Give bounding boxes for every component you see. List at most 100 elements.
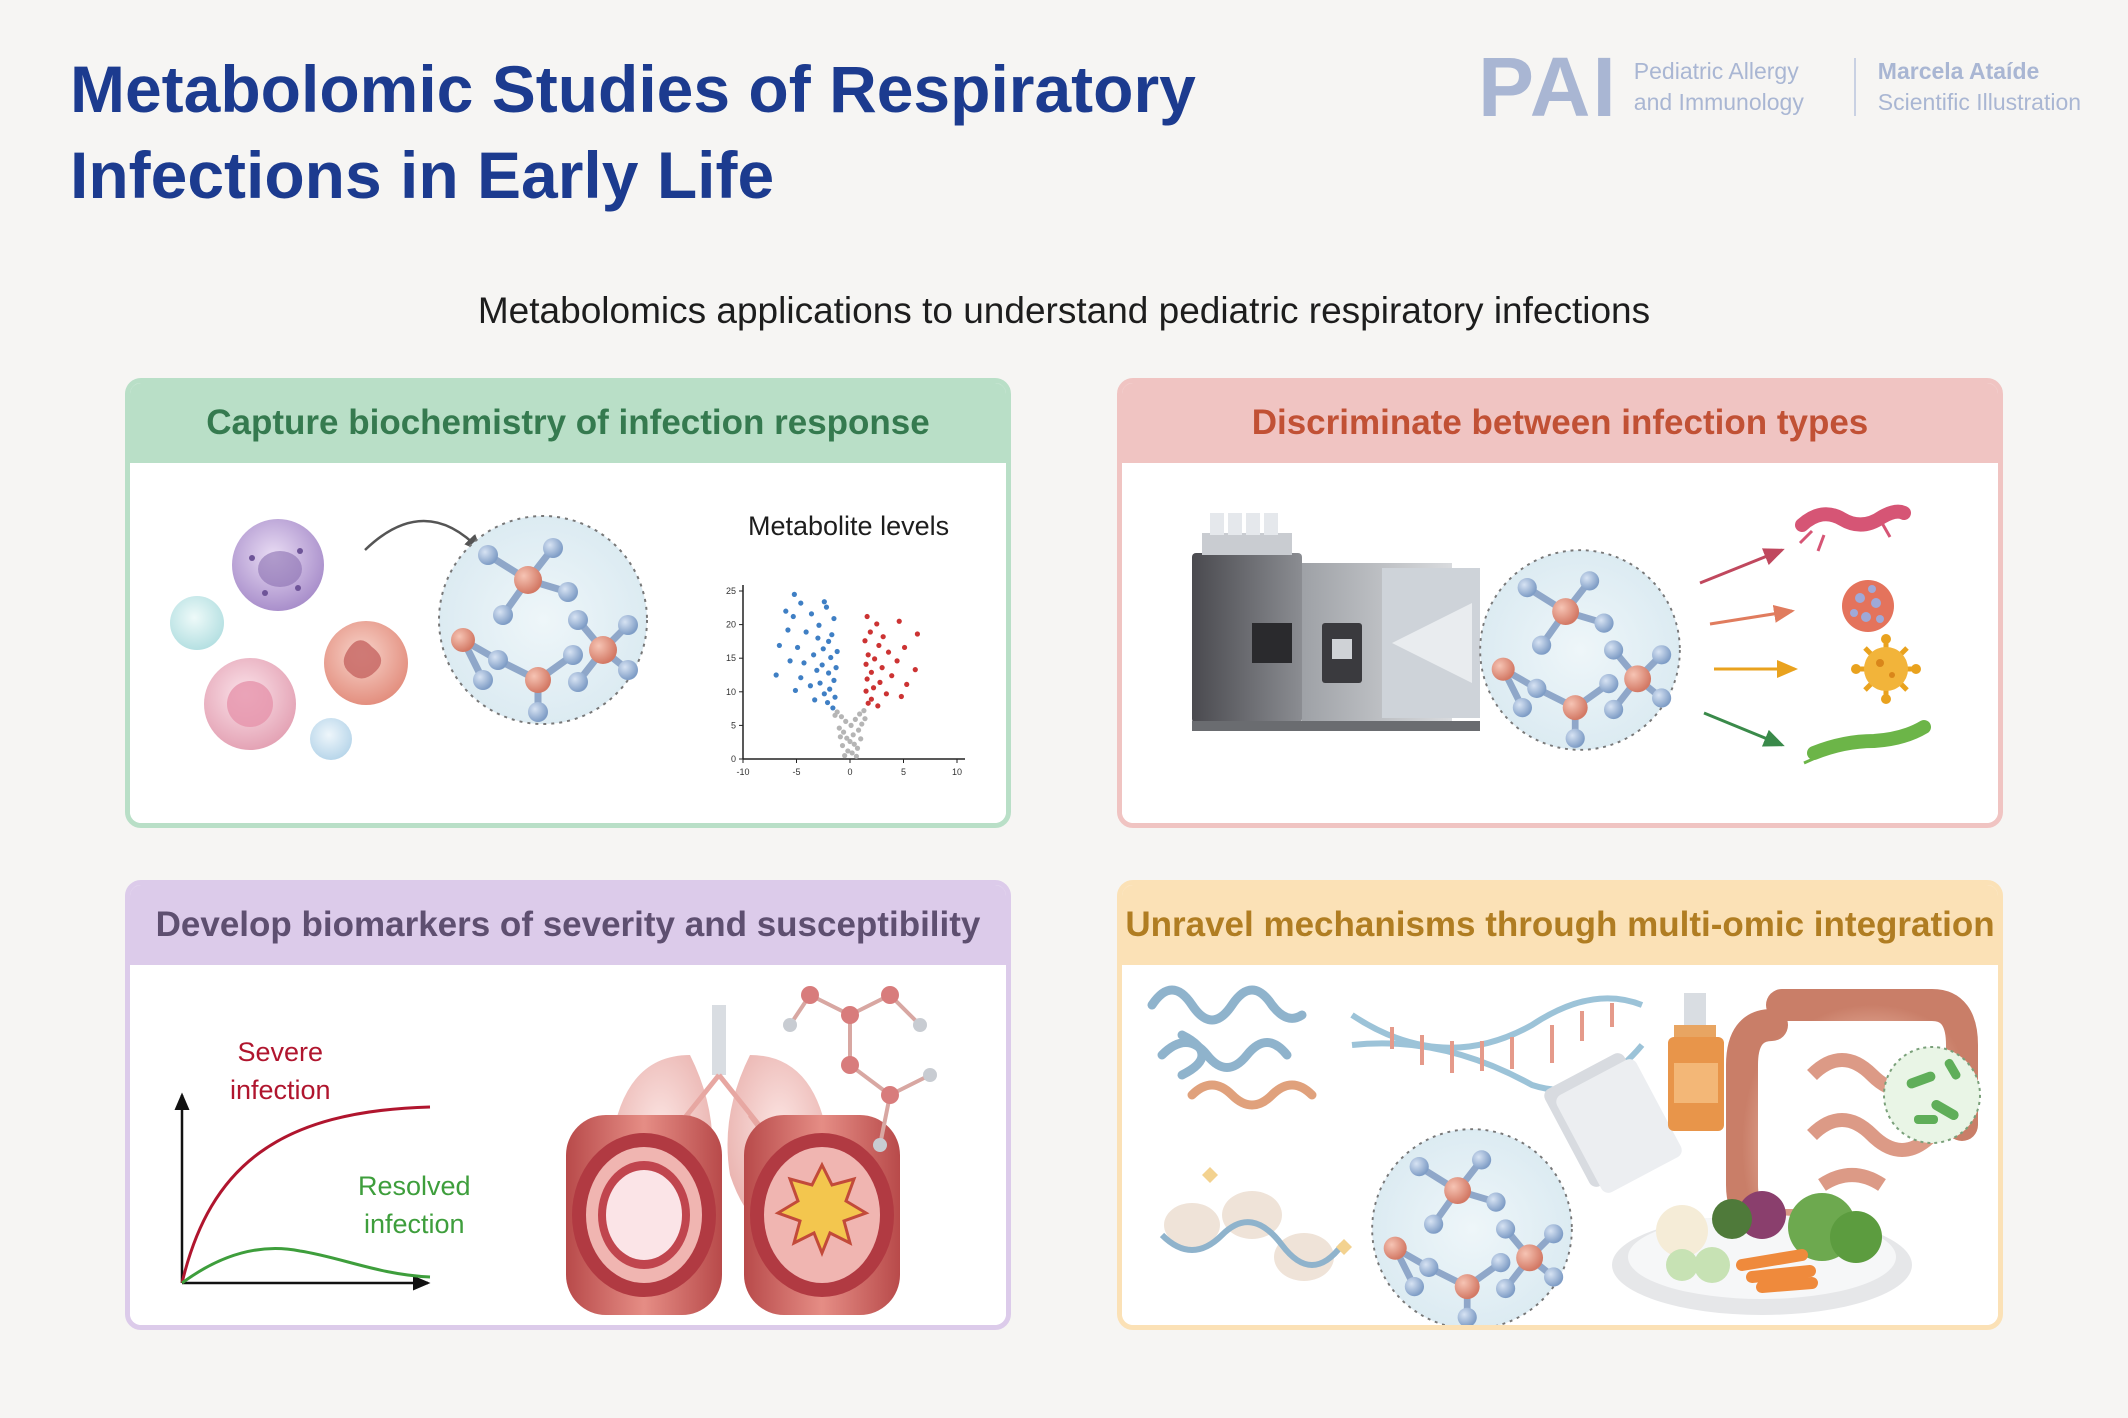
resolved-label-line2: infection bbox=[363, 1209, 465, 1239]
chart-title: Metabolite levels bbox=[748, 511, 950, 541]
y-tick-label: 25 bbox=[726, 586, 736, 596]
rod-bacteria-icon bbox=[1803, 720, 1931, 765]
resolved-infection-label: Resolved infection bbox=[358, 1167, 471, 1243]
data-point bbox=[865, 652, 871, 658]
data-point bbox=[839, 742, 846, 749]
data-point bbox=[815, 635, 821, 641]
data-point bbox=[811, 652, 817, 658]
data-point bbox=[914, 631, 921, 637]
data-point bbox=[820, 646, 826, 652]
data-point bbox=[807, 683, 814, 689]
panel-body bbox=[1122, 965, 1998, 1325]
data-point bbox=[879, 665, 885, 671]
data-point bbox=[898, 693, 904, 700]
panel-capture-biochemistry: Capture biochemistry of infection respon… bbox=[125, 378, 1011, 828]
severe-label-line2: infection bbox=[230, 1075, 331, 1105]
data-point bbox=[819, 662, 825, 668]
data-point bbox=[816, 622, 822, 628]
data-point bbox=[883, 691, 889, 697]
data-point bbox=[850, 732, 856, 738]
metabolite-molecule bbox=[1372, 1129, 1572, 1325]
data-point bbox=[831, 615, 837, 622]
y-tick-label: 0 bbox=[731, 754, 736, 764]
pai-logo: PAI bbox=[1478, 40, 1618, 134]
data-point bbox=[808, 611, 815, 617]
data-point bbox=[864, 676, 870, 682]
panel-develop-biomarkers: Develop biomarkers of severity and susce… bbox=[125, 880, 1011, 1330]
data-point bbox=[801, 660, 807, 666]
data-point bbox=[859, 721, 865, 727]
panel-body bbox=[1122, 463, 1998, 823]
data-point bbox=[876, 642, 882, 649]
data-point bbox=[868, 669, 875, 675]
data-point bbox=[843, 718, 849, 724]
medication-blister-icon bbox=[1544, 1053, 1682, 1193]
x-tick-label: 5 bbox=[901, 767, 906, 777]
subtitle: Metabolomics applications to understand … bbox=[477, 290, 1651, 331]
chromatin-nucleosome-icon bbox=[1159, 1167, 1352, 1281]
data-point bbox=[828, 654, 834, 661]
mass-spectrometer-icon bbox=[1192, 513, 1480, 731]
data-point bbox=[849, 750, 855, 756]
data-point bbox=[877, 679, 883, 685]
illustrator-name: Marcela Ataíde bbox=[1877, 58, 2040, 84]
x-tick-label: 0 bbox=[847, 767, 852, 777]
data-point bbox=[901, 644, 908, 651]
arrow-to-pathogen bbox=[1709, 604, 1795, 626]
data-point bbox=[824, 699, 831, 706]
data-point bbox=[787, 658, 793, 664]
panel-title: Discriminate between infection types bbox=[1122, 383, 1998, 463]
data-point bbox=[836, 725, 842, 731]
arrow-to-pathogen bbox=[1703, 711, 1785, 747]
panel-body: Severe infection Resolved infection bbox=[130, 965, 1006, 1325]
data-point bbox=[821, 691, 827, 697]
data-point bbox=[857, 711, 863, 717]
data-point bbox=[875, 703, 881, 709]
data-point bbox=[840, 729, 847, 735]
data-point bbox=[812, 697, 818, 703]
logo-block: PAI Pediatric Allergy and Immunology Mar… bbox=[1478, 42, 2081, 132]
data-point bbox=[885, 649, 892, 655]
data-point bbox=[827, 686, 833, 692]
data-point bbox=[894, 658, 900, 664]
lungs-airway-illustration bbox=[566, 1005, 900, 1315]
panel-title: Develop biomarkers of severity and susce… bbox=[130, 885, 1006, 965]
supplement-bottle-icon bbox=[1668, 993, 1724, 1131]
data-point bbox=[868, 696, 875, 702]
data-point bbox=[870, 685, 877, 691]
y-tick-label: 10 bbox=[726, 687, 736, 697]
severe-label-line1: Severe bbox=[237, 1037, 324, 1067]
helical-bacteria-icon bbox=[1795, 504, 1911, 552]
data-point bbox=[862, 638, 868, 644]
data-point bbox=[864, 613, 870, 620]
data-point bbox=[790, 613, 796, 620]
data-point bbox=[826, 670, 832, 676]
data-point bbox=[853, 753, 860, 759]
data-point bbox=[880, 634, 886, 640]
page-title: Metabolomic Studies of Respiratory Infec… bbox=[70, 52, 1196, 212]
data-point bbox=[837, 734, 843, 740]
x-tick-label: 10 bbox=[952, 767, 962, 777]
panel-title: Unravel mechanisms through multi-omic in… bbox=[1122, 885, 1998, 965]
arrow-to-pathogen bbox=[1699, 548, 1785, 585]
resolved-infection-curve bbox=[181, 1247, 431, 1285]
resolved-label-line1: Resolved bbox=[358, 1171, 471, 1201]
data-point bbox=[830, 705, 836, 711]
food-plate-icon bbox=[1612, 1191, 1912, 1315]
y-tick-label: 5 bbox=[731, 720, 736, 730]
data-point bbox=[867, 629, 873, 635]
illustrator-role: Scientific Illustration bbox=[1877, 89, 2082, 115]
data-point bbox=[832, 712, 838, 718]
data-point bbox=[862, 716, 868, 722]
journal-name-line2: and Immunology bbox=[1633, 89, 1804, 115]
data-point bbox=[776, 642, 782, 649]
data-point bbox=[838, 714, 845, 720]
data-point bbox=[783, 608, 789, 614]
data-point bbox=[823, 604, 830, 610]
process-arrow bbox=[364, 519, 482, 552]
data-point bbox=[863, 688, 869, 694]
data-point bbox=[852, 716, 858, 722]
data-point bbox=[831, 677, 837, 683]
data-point bbox=[896, 618, 902, 624]
data-point bbox=[817, 680, 823, 686]
